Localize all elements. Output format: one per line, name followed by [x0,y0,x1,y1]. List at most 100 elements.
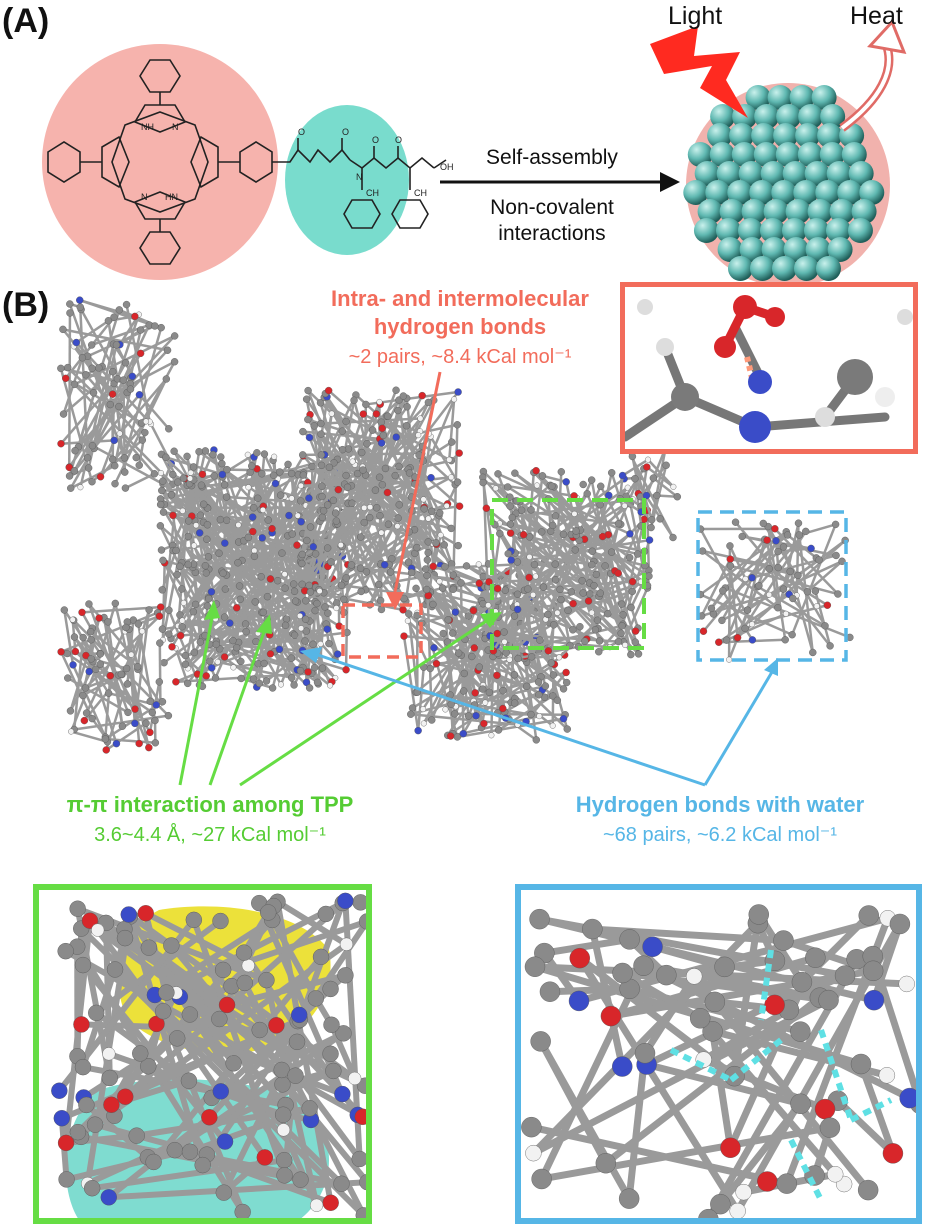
atom [423,556,432,564]
atom [595,648,603,656]
atom [155,1003,172,1020]
atom [128,651,135,658]
atom [298,580,306,589]
atom [57,364,65,373]
atom [857,1179,879,1201]
atom [220,481,229,489]
atom [297,497,305,505]
atom [324,386,333,395]
atom [342,471,350,480]
atom [85,600,93,608]
atom [554,609,561,616]
atom [111,480,119,488]
atom [323,501,332,509]
atom [378,481,387,489]
atom [108,390,117,398]
atom [551,576,560,584]
atom [214,658,221,665]
atom [647,523,655,532]
atom [216,1133,234,1150]
atom [513,605,522,614]
atom [299,471,308,479]
atom [748,636,757,644]
atom [748,574,756,582]
atom [413,543,421,552]
atom [521,1116,542,1138]
atom [269,471,278,480]
atom [618,600,626,608]
atom [111,462,119,470]
atom [87,341,96,349]
atom [534,678,543,686]
atom [307,990,325,1007]
atom [211,674,220,682]
nanoparticle-bead [727,180,753,205]
atom [741,624,749,633]
atom [710,1193,731,1215]
atom [590,581,598,590]
atom [790,1093,811,1114]
atom [218,470,227,479]
atom [204,553,213,561]
atom [535,691,543,699]
atom [618,622,626,630]
atom [104,317,113,325]
atom [480,719,488,728]
atom [376,511,384,520]
atom [714,956,735,978]
atom [60,606,69,614]
atom [479,572,488,581]
atom [96,473,105,481]
atom [260,659,268,668]
atom [290,587,299,596]
atom [530,1031,551,1052]
atom [653,491,661,500]
atom [514,654,522,663]
atom [168,643,176,651]
atom [802,527,810,536]
atom [232,643,241,652]
atom [312,948,330,966]
atom [59,325,67,334]
atom [81,684,90,692]
atom [807,544,815,553]
atom [502,649,510,657]
atom [449,571,457,579]
hydrogen-bond-line [758,949,774,1021]
atom [112,341,121,349]
atom [51,1082,68,1099]
nanoparticle-bead [729,123,755,148]
atom [327,558,335,566]
atom [298,625,305,632]
atom [135,739,143,748]
atom [68,728,75,735]
atom [532,736,540,744]
atom [276,1167,293,1184]
atom [121,468,129,476]
atom [475,579,483,588]
svg-text:O: O [342,127,349,137]
atom [400,632,408,640]
atom [181,1143,199,1160]
atom [158,625,167,633]
atom [559,685,568,693]
atom [53,1110,71,1127]
atom [302,627,311,635]
atom [337,967,354,984]
atom [250,552,259,561]
atom [306,588,315,596]
atom [82,709,91,717]
atom [57,648,65,656]
atom [412,584,420,593]
atom [128,1127,145,1144]
atom [251,598,259,606]
atom [150,470,159,478]
atom [352,894,366,911]
atom [790,1021,811,1042]
atom [614,637,623,646]
atom [100,1189,117,1206]
nanoparticle-bead [859,180,885,205]
nanoparticle-bead [829,199,855,224]
atom [194,1156,211,1174]
atom [317,461,326,470]
